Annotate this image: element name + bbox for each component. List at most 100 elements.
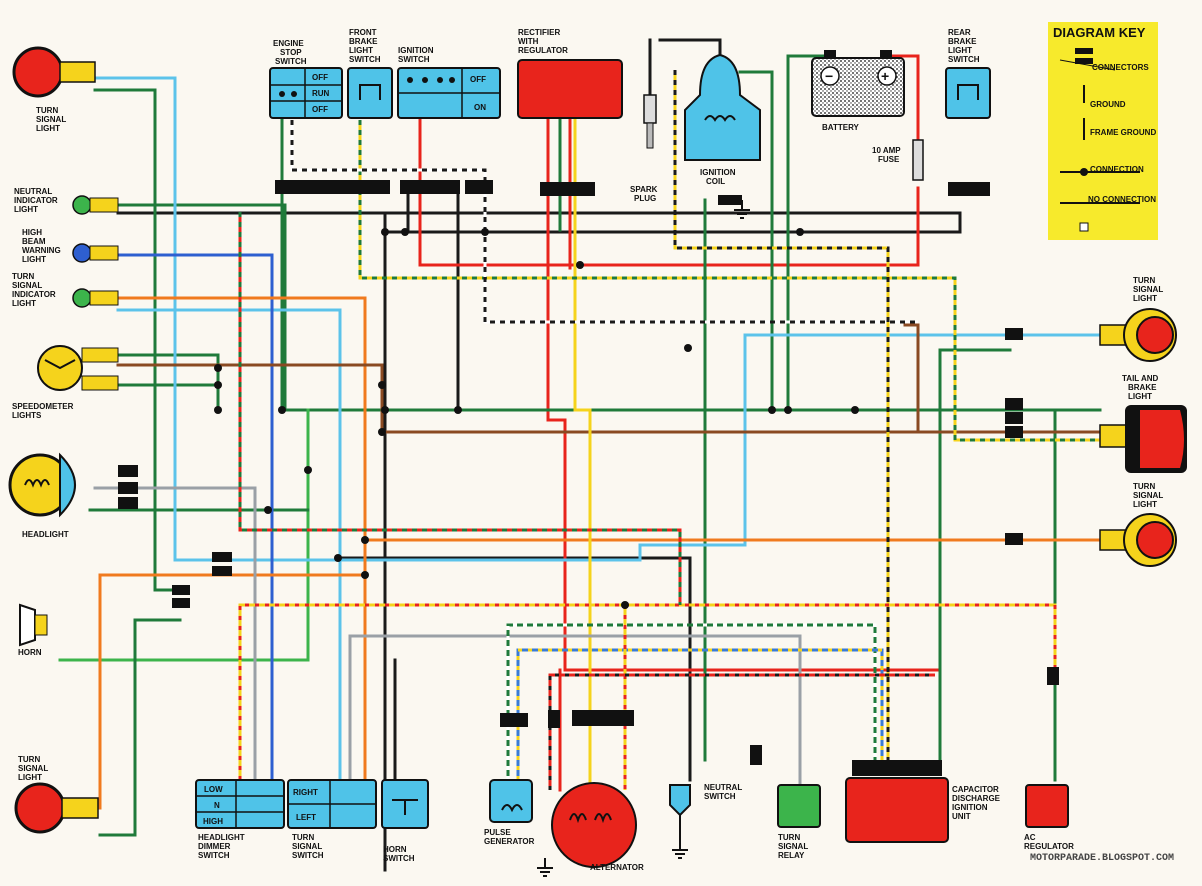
wire-green-4: [116, 383, 220, 412]
tsl-lf-2: LIGHT: [36, 124, 60, 133]
wire-blue-1: [116, 253, 274, 792]
rear-brake-switch: REAR BRAKE LIGHT SWITCH: [945, 28, 991, 119]
high-beam-3: LIGHT: [22, 255, 46, 264]
battery-label: BATTERY: [822, 123, 860, 132]
fuse-label-1: FUSE: [878, 155, 900, 164]
tail-2: LIGHT: [1128, 392, 1152, 401]
tsl-lf-1: SIGNAL: [36, 115, 66, 124]
cdi-1: DISCHARGE: [952, 794, 1001, 803]
speedo-0: SPEEDOMETER: [12, 402, 74, 411]
pulse-gen-0: PULSE: [484, 828, 511, 837]
relay-2: RELAY: [778, 851, 805, 860]
ac-regulator: AC REGULATOR: [1024, 784, 1074, 851]
engine-stop-label-2: SWITCH: [275, 57, 307, 66]
dimmer-label-1: DIMMER: [198, 842, 231, 851]
neutral-indicator-light: NEUTRAL INDICATOR LIGHT: [14, 187, 119, 215]
engine-stop-run: RUN: [312, 89, 330, 98]
tsl-rr-0: TURN: [1133, 482, 1155, 491]
speedo-1: LIGHTS: [12, 411, 42, 420]
key-ground: GROUND: [1090, 100, 1126, 109]
wire-br-altb: [548, 673, 935, 790]
tsl-lr-2: LIGHT: [18, 773, 42, 782]
spark-plug: SPARK PLUG: [630, 94, 658, 203]
neutral-ind-2: LIGHT: [14, 205, 38, 214]
tsl-rf-0: TURN: [1133, 276, 1155, 285]
wire-green-5: [116, 353, 220, 387]
horn-switch: HORN SWITCH: [381, 779, 429, 863]
rectifier-label-2: REGULATOR: [518, 46, 568, 55]
turn-switch-1: SIGNAL: [292, 842, 322, 851]
fuse: 10 AMP FUSE: [872, 139, 924, 181]
diagram-key: DIAGRAM KEY CONNECTORS GROUND FRAME GROU…: [1048, 22, 1158, 240]
horn: HORN: [18, 603, 48, 657]
turn-left: LEFT: [296, 813, 316, 822]
tsl-lr-1: SIGNAL: [18, 764, 48, 773]
turn-signal-light-right-rear: TURN SIGNAL LIGHT: [1099, 482, 1177, 567]
wire-red-batt: [888, 54, 920, 142]
turn-ind-0: TURN: [12, 272, 34, 281]
turn-signal-relay: TURN SIGNAL RELAY: [777, 784, 821, 860]
pulse-gen-1: GENERATOR: [484, 837, 535, 846]
wire-green-12: [938, 348, 1012, 772]
neutral-switch: NEUTRAL SWITCH: [669, 783, 742, 845]
rear-brake-label-0: REAR: [948, 28, 971, 37]
engine-stop-label-1: STOP: [280, 48, 302, 57]
tsl-rr-2: LIGHT: [1133, 500, 1157, 509]
wire-grey-2: [348, 634, 802, 792]
ignition-label-1: SWITCH: [398, 55, 430, 64]
key-frame-ground: FRAME GROUND: [1090, 128, 1156, 137]
turn-ind-2: INDICATOR: [12, 290, 56, 299]
speedometer-lights: SPEEDOMETER LIGHTS: [12, 345, 119, 420]
wire-green-6: [58, 408, 310, 662]
horn-switch-0: HORN: [383, 845, 407, 854]
key-connection: CONNECTION: [1090, 165, 1144, 174]
turn-signal-switch: RIGHT LEFT TURN SIGNAL SWITCH: [287, 779, 377, 860]
wire-green-2: [116, 203, 862, 412]
turn-signal-indicator-light: TURN SIGNAL INDICATOR LIGHT: [12, 272, 119, 308]
turn-switch-0: TURN: [292, 833, 314, 842]
cdi-0: CAPACITOR: [952, 785, 999, 794]
rear-brake-label-1: BRAKE: [948, 37, 977, 46]
headlight: HEADLIGHT: [8, 452, 76, 539]
horn-label: HORN: [18, 648, 42, 657]
tsl-rf-1: SIGNAL: [1133, 285, 1163, 294]
dimmer-n: N: [214, 801, 220, 810]
rectifier-label-0: RECTIFIER: [518, 28, 560, 37]
wires: [58, 38, 1102, 872]
relay-0: TURN: [778, 833, 800, 842]
wire-rg-1: [238, 212, 682, 605]
pulse-generator: PULSE GENERATOR: [484, 779, 535, 846]
ignition-switch: OFF ON IGNITION SWITCH: [397, 46, 501, 119]
ignition-label-0: IGNITION: [398, 46, 434, 55]
coil-label-0: IGNITION: [700, 168, 736, 177]
wire-orange-1: [116, 296, 367, 792]
turn-signal-light-right-front: TURN SIGNAL LIGHT: [1099, 276, 1177, 362]
ac-reg-1: REGULATOR: [1024, 842, 1074, 851]
engine-stop-switch: OFF RUN OFF ENGINE STOP SWITCH: [269, 39, 343, 119]
tail-0: TAIL AND: [1122, 374, 1159, 383]
front-brake-switch: FRONT BRAKE LIGHT SWITCH: [347, 28, 393, 119]
wire-bw-1b: [290, 120, 918, 324]
wire-lblue-3: [743, 333, 1102, 547]
dimmer-low: LOW: [204, 785, 223, 794]
ignition-off: OFF: [470, 75, 486, 84]
wire-grey-1: [93, 486, 257, 792]
high-beam-1: BEAM: [22, 237, 46, 246]
wire-orange-2: [98, 573, 367, 810]
tsl-lf-0: TURN: [36, 106, 58, 115]
watermark: MOTORPARADE.BLOGSPOT.COM: [1030, 853, 1174, 864]
tsl-rr-1: SIGNAL: [1133, 491, 1163, 500]
ac-reg-0: AC: [1024, 833, 1036, 842]
neutral-sw-1: SWITCH: [704, 792, 736, 801]
neutral-sw-0: NEUTRAL: [704, 783, 742, 792]
engine-stop-label-0: ENGINE: [273, 39, 304, 48]
dimmer-label-2: SWITCH: [198, 851, 230, 860]
headlight-dimmer-switch: LOW N HIGH HEADLIGHT DIMMER SWITCH: [195, 779, 285, 860]
high-beam-2: WARNING: [22, 246, 61, 255]
wire-brown-2: [903, 323, 920, 434]
spark-plug-label-1: PLUG: [634, 194, 656, 203]
alternator: ALTERNATOR: [551, 782, 644, 872]
fuse-label-0: 10 AMP: [872, 146, 901, 155]
battery: − + BATTERY: [811, 50, 905, 132]
